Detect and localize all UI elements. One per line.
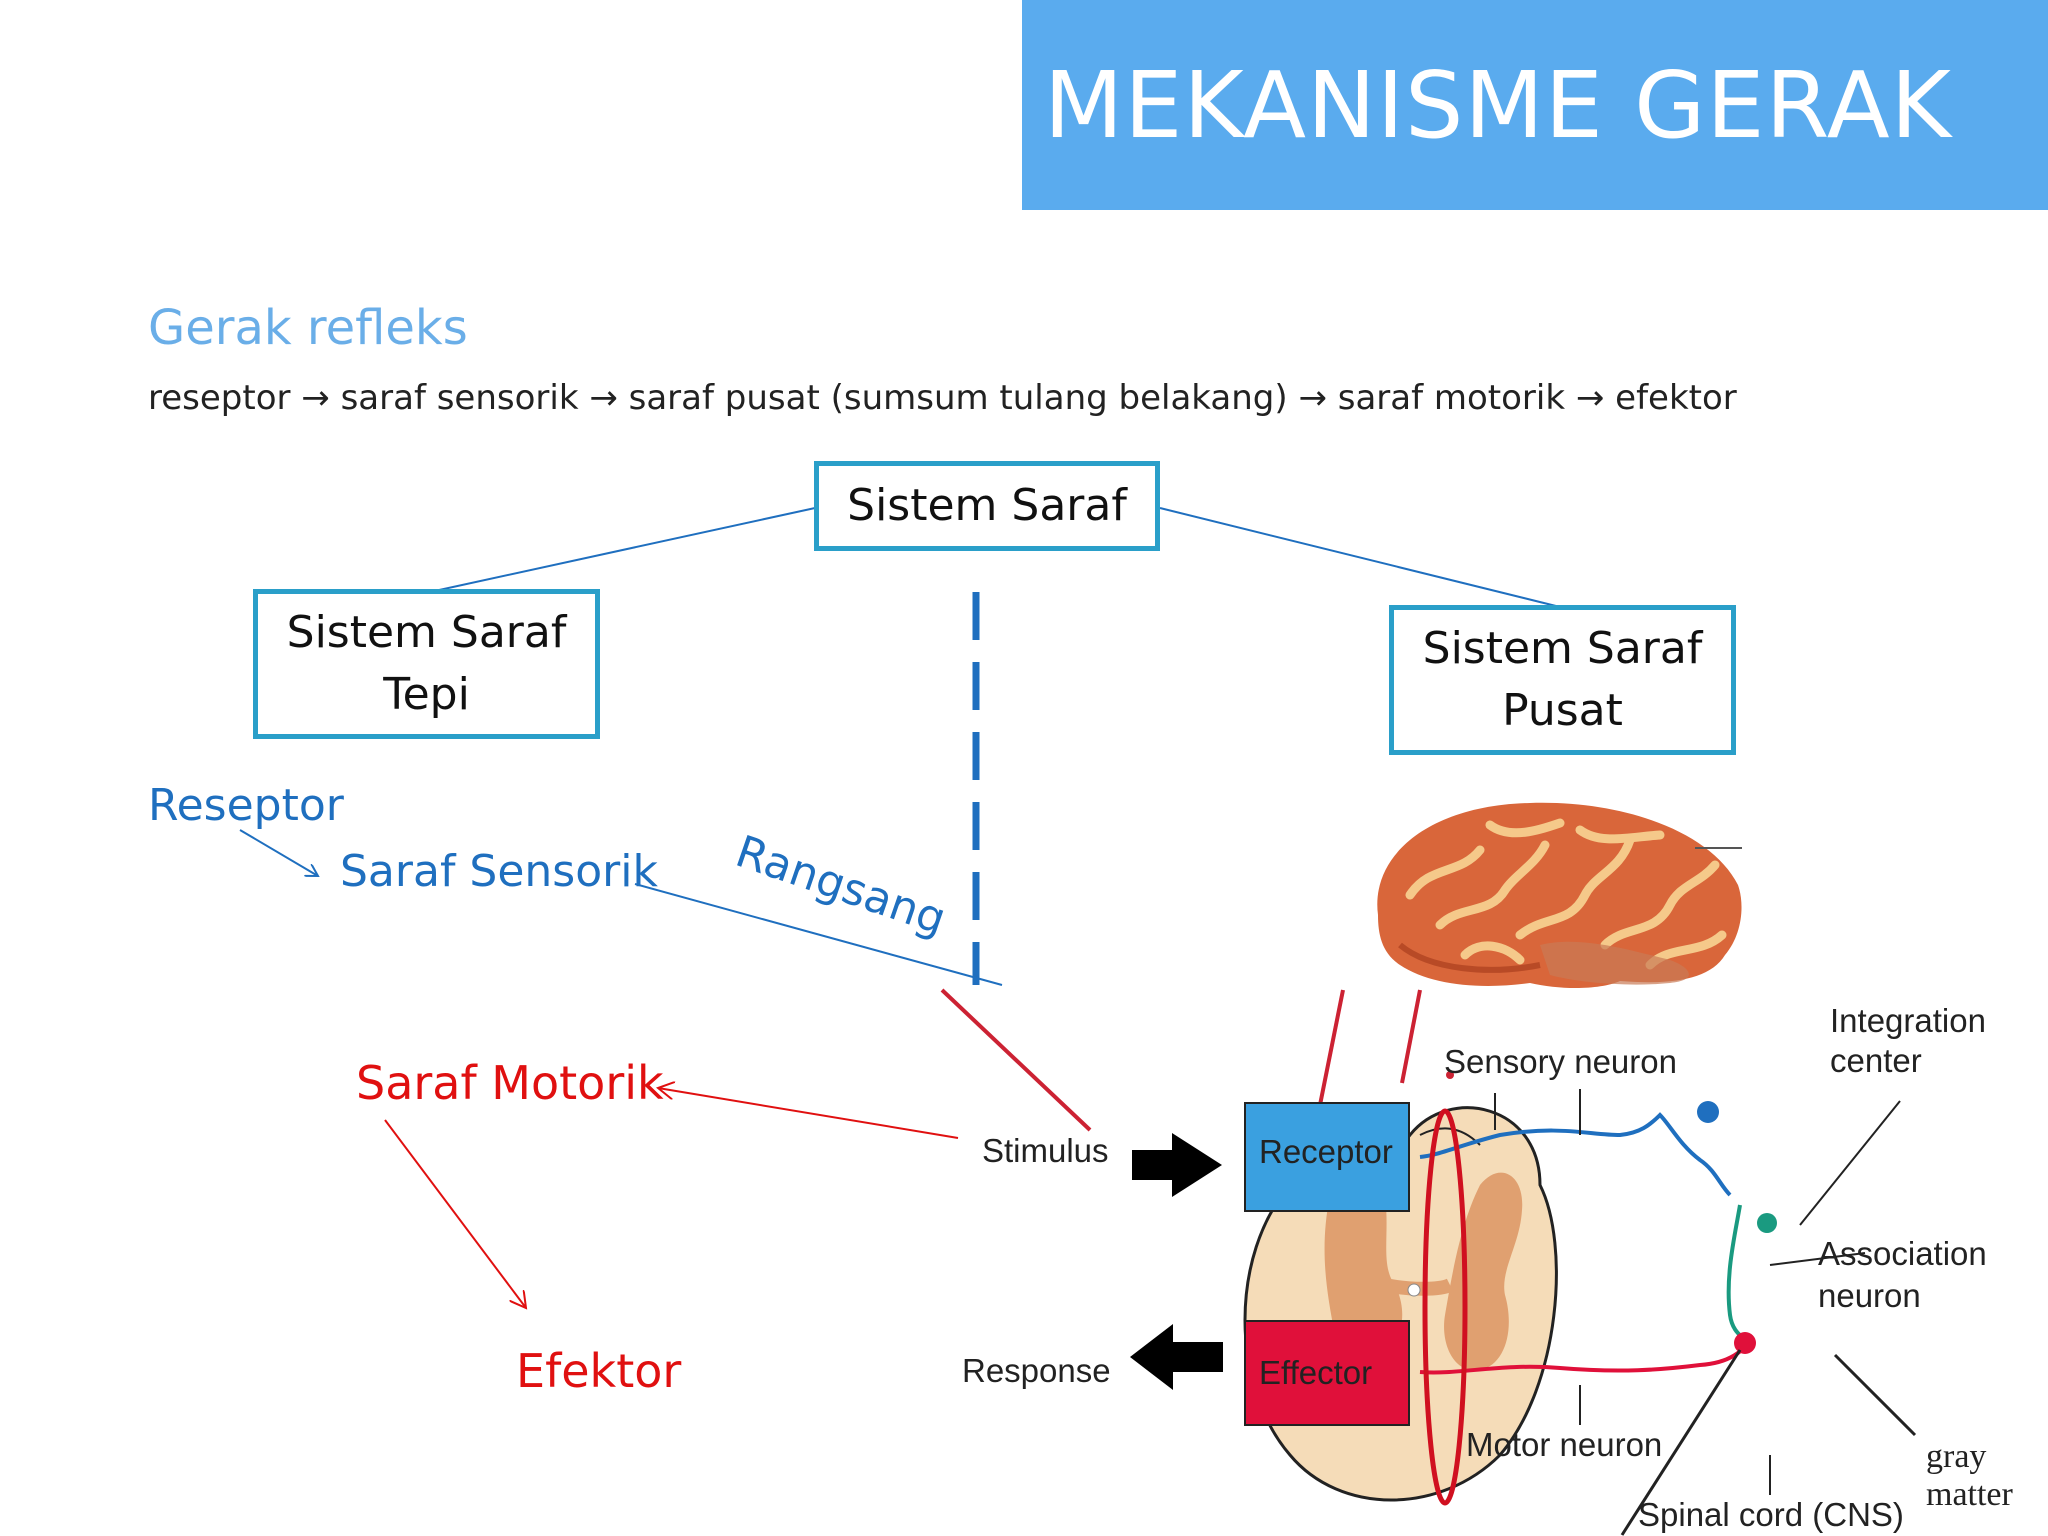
- sensory-fiber: [1419, 1112, 1732, 1197]
- response-arrow: [1130, 1324, 1223, 1390]
- pusat-line1: Sistem Saraf: [1422, 623, 1703, 674]
- tepi-line2: Tepi: [383, 669, 470, 720]
- stimulus-arrow: [1132, 1133, 1222, 1197]
- sensorik-line: [634, 883, 1003, 986]
- sistem-saraf-pusat-box: Sistem Saraf Pusat: [1389, 605, 1736, 755]
- pusat-line2: Pusat: [1502, 685, 1623, 736]
- association-neuron-label-1: Association: [1818, 1235, 1987, 1272]
- section-heading: Gerak refleks: [148, 300, 468, 356]
- tree-line-left: [429, 507, 816, 593]
- spinal-cord-label: Spinal cord (CNS): [1638, 1496, 1904, 1533]
- sensory-neuron-label: Sensory neuron: [1444, 1043, 1677, 1080]
- sistem-saraf-box: Sistem Saraf: [814, 461, 1160, 551]
- title-bar: MEKANISME GERAK: [1022, 0, 2048, 210]
- efektor-label: Efektor: [516, 1344, 682, 1398]
- tree-line-right: [1159, 507, 1561, 608]
- sistem-saraf-tepi-box: Sistem Saraf Tepi: [253, 589, 600, 739]
- sistem-saraf-label: Sistem Saraf: [847, 480, 1127, 531]
- tepi-line1: Sistem Saraf: [286, 607, 567, 658]
- motor-neuron-label: Motor neuron: [1466, 1426, 1663, 1463]
- response-label: Response: [962, 1352, 1111, 1389]
- gray-matter-label-1: gray: [1926, 1438, 1987, 1475]
- slide-title: MEKANISME GERAK: [1043, 52, 1952, 159]
- receptor-box: [1244, 1102, 1410, 1212]
- reseptor-arrow: [239, 829, 318, 876]
- stimulus-label: Stimulus: [982, 1132, 1109, 1169]
- receptor-label: Receptor: [1259, 1133, 1393, 1170]
- saraf-sensorik-label: Saraf Sensorik: [340, 846, 658, 897]
- effector-label: Effector: [1259, 1354, 1373, 1391]
- integration-center-label-1: Integration: [1830, 1002, 1986, 1039]
- saraf-motorik-label: Saraf Motorik: [356, 1056, 664, 1110]
- efektor-arrow: [384, 1119, 526, 1308]
- brain-image: [1377, 802, 1742, 989]
- reflex-arc-parts: [1130, 1089, 1917, 1536]
- motor-fiber: [1419, 1339, 1750, 1375]
- effector-box: [1244, 1320, 1410, 1426]
- red-highlight-ellipse: [1422, 1108, 1468, 1506]
- association-neuron-label-2: neuron: [1818, 1277, 1921, 1314]
- motorik-arrow: [658, 1088, 959, 1139]
- reflex-flow-text: reseptor → saraf sensorik → saraf pusat …: [148, 378, 1737, 418]
- reseptor-label: Reseptor: [148, 780, 344, 831]
- integration-center-label-2: center: [1830, 1042, 1922, 1079]
- association-fiber: [1726, 1204, 1747, 1342]
- gray-matter-label-2: matter: [1926, 1476, 2013, 1513]
